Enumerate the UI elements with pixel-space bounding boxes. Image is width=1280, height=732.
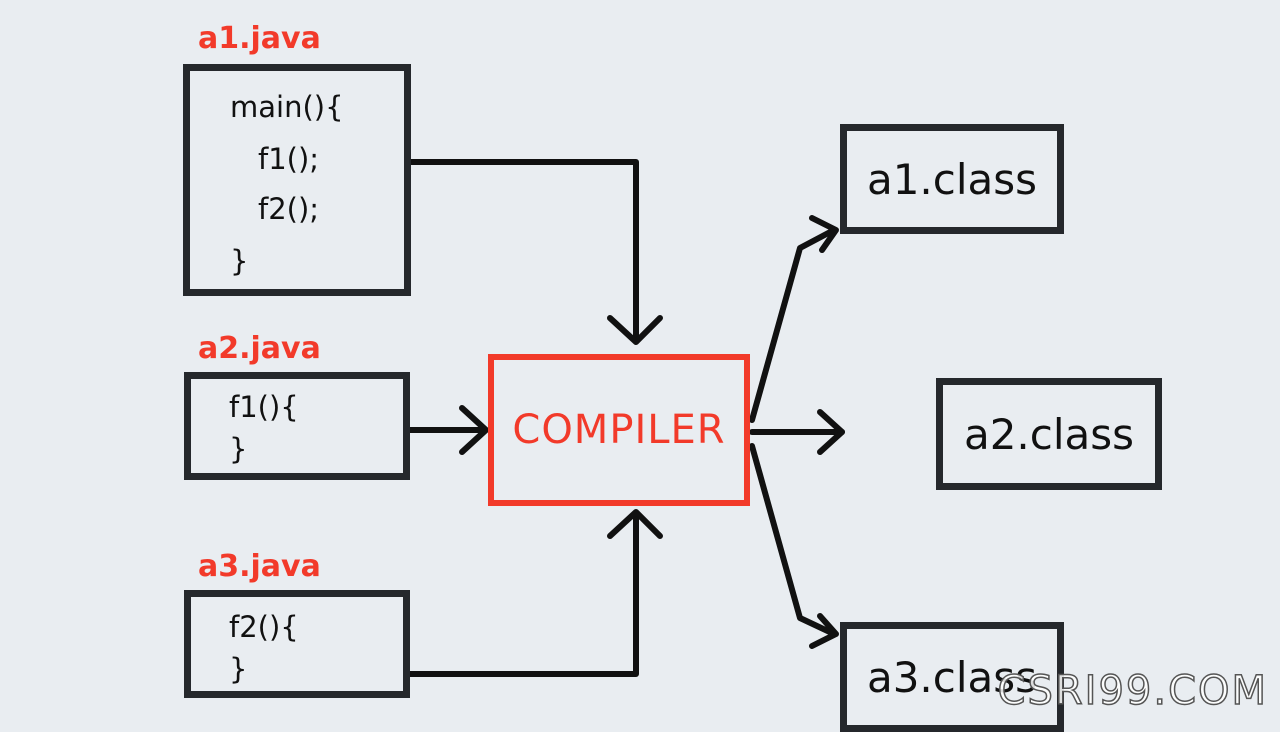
code-line: f1(){ (229, 390, 299, 424)
code-line: f2(){ (229, 610, 299, 644)
file-label-a2-java: a2.java (198, 331, 321, 366)
source-box-a2-java: f1(){ } (184, 372, 410, 480)
code-line: } (229, 652, 248, 686)
arrow-a2-head (459, 405, 489, 455)
code-line: f1(); (258, 142, 320, 176)
arrow-a2-class-head (817, 409, 845, 455)
class-box-a1: a1.class (840, 124, 1064, 234)
class-box-a2: a2.class (936, 378, 1162, 490)
file-label-a1-java: a1.java (198, 21, 321, 56)
class-box-a3: a3.class (840, 622, 1064, 732)
arrow-a3-class-head (809, 613, 839, 649)
code-line: } (230, 244, 249, 278)
code-line: f2(); (258, 192, 320, 226)
watermark: CSRI99.COM (997, 667, 1268, 715)
source-box-a3-java: f2(){ } (184, 590, 410, 698)
arrow-a3-head (607, 509, 663, 539)
class-label: a3.class (866, 652, 1038, 702)
class-label: a2.class (963, 409, 1135, 459)
code-line: } (229, 432, 248, 466)
compiler-box: COMPILER (488, 354, 750, 506)
arrow-a1-class-head (809, 215, 839, 253)
arrow-to-a1-class (749, 227, 837, 423)
class-label: a1.class (866, 154, 1038, 204)
arrow-to-a3-class (749, 443, 837, 637)
arrow-a3-to-compiler (407, 511, 639, 677)
arrow-a1-head (607, 315, 663, 345)
compiler-label: COMPILER (512, 407, 726, 453)
source-box-a1-java: main(){ f1(); f2(); } (183, 64, 411, 296)
file-label-a3-java: a3.java (198, 549, 321, 584)
arrow-a1-to-compiler (407, 159, 639, 343)
code-line: main(){ (230, 90, 344, 124)
